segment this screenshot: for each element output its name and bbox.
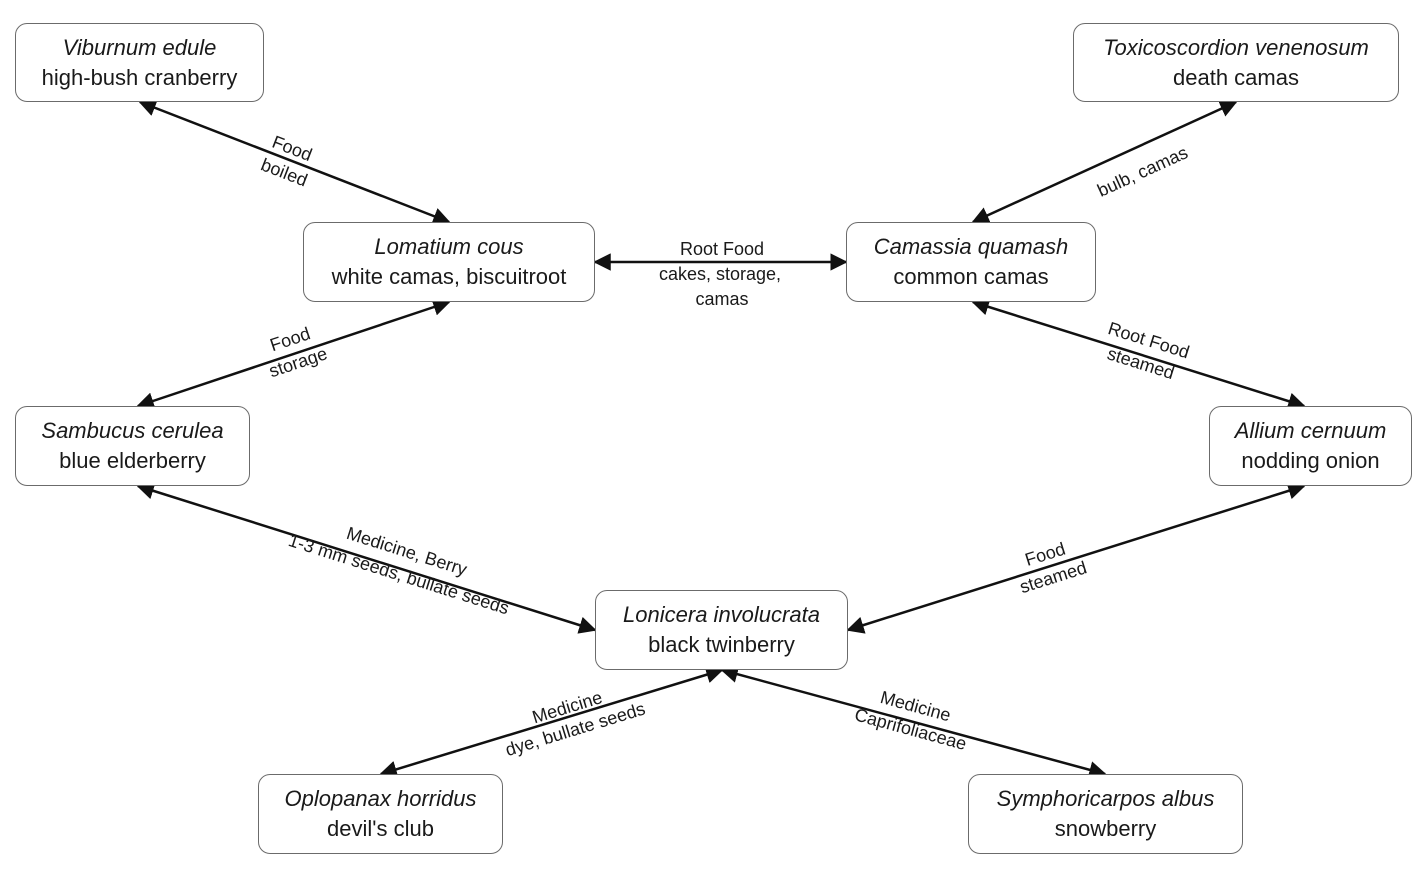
node-scientific-name: Symphoricarpos albus [996, 786, 1215, 811]
node-viburnum: Viburnum edule high-bush cranberry [15, 23, 264, 102]
edge-sambucus-lonicera: Medicine, Berry 1-3 mm seeds, bullate se… [136, 482, 597, 634]
node-oplopanax: Oplopanax horridus devil's club [258, 774, 503, 854]
node-toxicoscordion: Toxicoscordion venenosum death camas [1073, 23, 1399, 102]
node-allium: Allium cernuum nodding onion [1209, 406, 1412, 486]
edge-label-line3: camas [695, 289, 748, 309]
edge-toxicoscordion-camassia: bulb, camas [971, 100, 1238, 224]
node-scientific-name: Viburnum edule [62, 34, 217, 60]
edge-lonicera-oplopanax: Medicine dye, bullate seeds [379, 666, 724, 778]
node-scientific-name: Lonicera involucrata [623, 602, 820, 627]
node-scientific-name: Oplopanax horridus [284, 786, 477, 811]
node-common-name: snowberry [1054, 816, 1157, 841]
node-scientific-name: Sambucus cerulea [41, 418, 224, 443]
node-common-name: high-bush cranberry [41, 64, 238, 90]
node-common-name: common camas [893, 264, 1049, 289]
node-common-name: death camas [1173, 64, 1299, 90]
node-scientific-name: Camassia quamash [873, 234, 1069, 259]
edge-label-line2: bulb, camas [1094, 142, 1191, 200]
edge-lomatium-sambucus: Food storage [136, 298, 451, 410]
edge-label-line2: cakes, storage, [659, 264, 781, 284]
node-common-name: blue elderberry [59, 448, 206, 473]
node-common-name: nodding onion [1241, 448, 1380, 473]
edge-label-line1: Root Food [680, 239, 764, 259]
edge-allium-lonicera: Food steamed [846, 482, 1306, 634]
node-sambucus: Sambucus cerulea blue elderberry [15, 406, 250, 486]
node-symphoricarpos: Symphoricarpos albus snowberry [968, 774, 1243, 854]
node-scientific-name: Lomatium cous [374, 234, 524, 259]
edge-lomatium-camassia: Root Food cakes, storage, camas [593, 239, 848, 309]
edge-viburnum-lomatium: Food boiled [138, 99, 451, 225]
node-camassia: Camassia quamash common camas [846, 222, 1096, 302]
node-common-name: black twinberry [648, 632, 795, 657]
node-lomatium: Lomatium cous white camas, biscuitroot [303, 222, 595, 302]
node-common-name: white camas, biscuitroot [331, 264, 567, 289]
edge-lonicera-symphoricarpos: Medicine Caprifoliaceae [720, 665, 1107, 779]
edge-camassia-allium: Root Food steamed [971, 298, 1306, 410]
node-scientific-name: Toxicoscordion venenosum [1103, 34, 1369, 60]
node-common-name: devil's club [327, 816, 434, 841]
node-scientific-name: Allium cernuum [1234, 418, 1387, 443]
node-lonicera: Lonicera involucrata black twinberry [595, 590, 848, 670]
